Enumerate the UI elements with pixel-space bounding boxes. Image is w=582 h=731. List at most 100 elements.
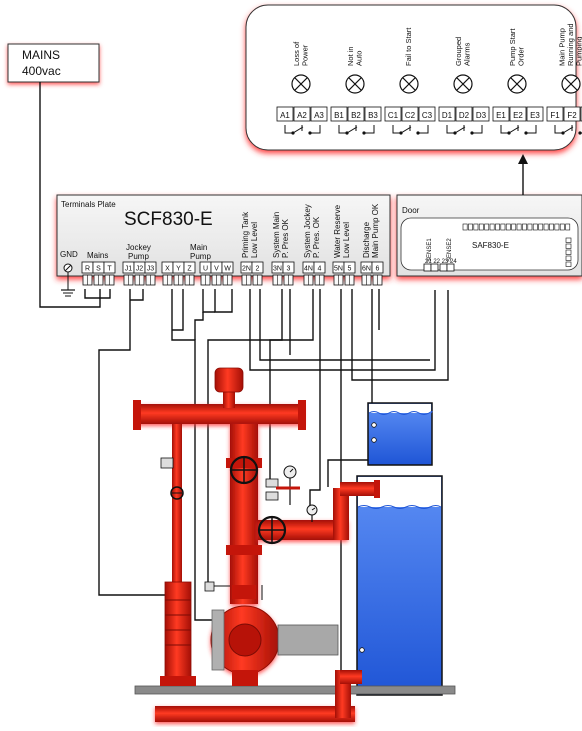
terminal-4: 4 xyxy=(313,261,326,286)
led-indicator xyxy=(478,223,484,231)
signal-arrow xyxy=(518,154,528,195)
led-indicator xyxy=(565,255,572,261)
terminal-6: 6 xyxy=(371,261,384,286)
terminal-2: 2 xyxy=(251,261,264,286)
led-indicator xyxy=(565,261,572,267)
led-indicator xyxy=(565,237,572,243)
alarm-label-l3: Pumping xyxy=(575,36,582,66)
terminal-label: 5 xyxy=(348,266,352,273)
alarm-label-l2: Power xyxy=(300,44,309,66)
terminal-label: S xyxy=(96,266,101,273)
gnd-terminal xyxy=(61,263,75,297)
alarm-terminal-label: E1 xyxy=(496,111,506,120)
led-indicator xyxy=(559,223,565,231)
relay-contact-icon xyxy=(392,125,429,134)
alarm-label-l1: Grouped xyxy=(454,37,463,66)
sense-terminals xyxy=(423,263,455,272)
terminal-5: 5 xyxy=(343,261,356,286)
alarm-label-l1: Fail to Start xyxy=(404,27,413,66)
terminal-3: 3 xyxy=(282,261,295,286)
terminal-label: 3N xyxy=(273,266,282,273)
main-pump-label-2: Pump xyxy=(190,252,211,261)
signal-label-line1: Priming Tank xyxy=(241,211,250,258)
mains-label: MAINS xyxy=(22,48,60,62)
sense1-label: SENSE1 xyxy=(427,238,433,262)
alarm-terminal-label: D3 xyxy=(476,111,487,120)
terminal-label: R xyxy=(85,266,90,273)
led-indicator xyxy=(549,223,554,231)
terminal-x: X xyxy=(161,261,174,286)
led-indicator xyxy=(565,223,571,231)
alarm-terminal-label: F2 xyxy=(567,111,577,120)
terminal-label: W xyxy=(224,266,231,273)
alarm-label-l2: Running and xyxy=(566,23,575,66)
alarm-terminal-label: E3 xyxy=(530,111,540,120)
sense-terminal-numbers: 21 22 23 24 xyxy=(425,259,457,265)
terminal-label: X xyxy=(165,266,170,273)
led-indicator xyxy=(522,223,527,231)
terminal-label: 2 xyxy=(256,266,260,273)
alarm-terminal-label: A3 xyxy=(314,111,324,120)
led-indicator xyxy=(565,243,572,249)
alarm-terminal-label: A2 xyxy=(297,111,307,120)
alarm-label-l2: Order xyxy=(516,46,525,66)
water-reserve-tank xyxy=(356,475,443,696)
gnd-label: GND xyxy=(60,250,78,259)
terminal-j3: J3 xyxy=(144,261,157,286)
led-bar xyxy=(462,223,572,267)
terminal-label: 5N xyxy=(334,266,343,273)
main-pump-label-1: Main xyxy=(190,243,207,252)
alarm-terminal-label: B2 xyxy=(351,111,361,120)
terminal-y: Y xyxy=(172,261,185,286)
alarm-terminal-label: F1 xyxy=(550,111,560,120)
led-indicator xyxy=(543,223,549,231)
led-indicator xyxy=(489,223,495,231)
signal-label-line2: Main Pump OK xyxy=(371,203,380,258)
terminal-label: 3 xyxy=(287,266,291,273)
alarm-terminal-label: D2 xyxy=(459,111,470,120)
alarm-terminal-label: C1 xyxy=(388,111,399,120)
alarm-terminal-label: A1 xyxy=(280,111,290,120)
terminal-t: T xyxy=(103,261,116,286)
saf-model: SAF830-E xyxy=(472,241,509,250)
sense2-label: SENSE2 xyxy=(447,238,453,262)
led-indicator xyxy=(511,223,517,231)
mains-group-label: Mains xyxy=(87,251,108,260)
terminal-w: W xyxy=(221,261,234,286)
led-indicator xyxy=(554,223,560,231)
controller-model: SCF830-E xyxy=(124,209,213,230)
terminal-label: 6N xyxy=(362,266,371,273)
saf-module xyxy=(400,217,579,271)
signal-label-line2: Low Level xyxy=(342,222,351,258)
alarm-label-l2: Auto xyxy=(354,51,363,66)
alarm-terminal-label: D1 xyxy=(442,111,453,120)
terminal-label: T xyxy=(107,266,112,273)
terminal-label: U xyxy=(203,266,208,273)
mains-box xyxy=(7,43,100,83)
led-indicator xyxy=(532,223,538,231)
signal-label-line1: System Jockey xyxy=(303,204,312,258)
terminal-label: V xyxy=(214,266,219,273)
led-indicator xyxy=(468,223,473,231)
alarm-terminal-label: C2 xyxy=(405,111,416,120)
signal-label-line2: Low Level xyxy=(250,222,259,258)
alarm-label-l1: Pump Start xyxy=(508,28,517,66)
signal-label-line1: Water Reserve xyxy=(333,204,342,258)
terminal-label: 4 xyxy=(318,266,322,273)
relay-contact-icon xyxy=(446,125,483,134)
jockey-pump-label-1: Jockey xyxy=(126,243,151,252)
led-indicator xyxy=(505,223,511,231)
terminal-j2: J2 xyxy=(133,261,146,286)
priming-tank xyxy=(367,402,433,466)
alarm-terminal-label: E2 xyxy=(513,111,523,120)
terminal-label: 6 xyxy=(376,266,380,273)
led-indicator xyxy=(462,223,468,231)
led-indicator xyxy=(473,223,479,231)
terminals-plate-caption: Terminals Plate xyxy=(61,200,116,209)
